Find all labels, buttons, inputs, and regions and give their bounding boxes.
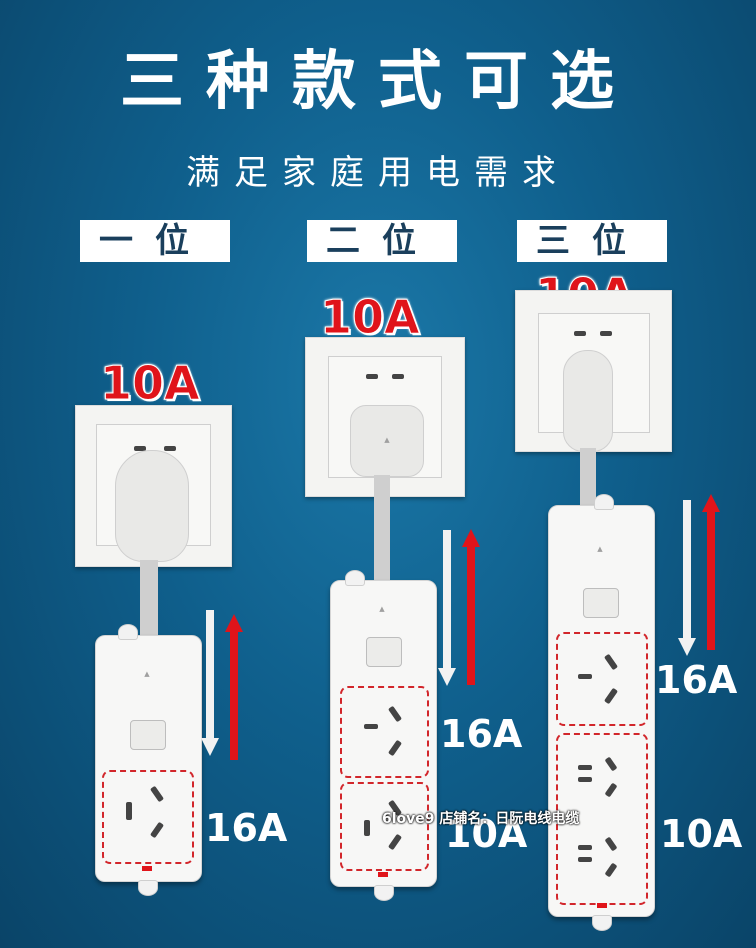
socket-rating-3a: 16A (655, 658, 738, 702)
socket-2b[interactable] (340, 782, 429, 871)
option-label-3: 三位 (517, 220, 667, 262)
plug-rating-1: 10A (100, 356, 201, 411)
socket-rating-1: 16A (205, 806, 288, 850)
page-title: 三种款式可选 (120, 45, 636, 119)
plug-head-3 (563, 350, 613, 452)
power-switch-2[interactable] (366, 637, 402, 667)
socket-rating-3b: 10A (660, 812, 743, 856)
socket-rating-2b: 10A (445, 812, 528, 856)
mount-tab-2-bottom (374, 885, 394, 901)
indicator-led-3 (597, 903, 607, 908)
arrow-down-3 (683, 500, 691, 640)
cord-2 (374, 475, 390, 585)
arrow-down-1 (206, 610, 214, 740)
arrow-down-head-2 (438, 668, 456, 686)
brand-logo-3: ▲ (597, 545, 603, 553)
arrow-up-3 (707, 510, 715, 650)
arrow-up-1 (230, 630, 238, 760)
page-subtitle: 满足家庭用电需求 (186, 153, 570, 193)
arrow-down-2 (443, 530, 451, 670)
plug-head-2: ▲ (350, 405, 424, 477)
option-label-2: 二位 (307, 220, 457, 262)
option-label-1: 一位 (80, 220, 230, 262)
brand-logo-2: ▲ (379, 605, 385, 613)
indicator-led-2 (378, 872, 388, 877)
power-strip-1 (95, 635, 202, 882)
socket-2a[interactable] (340, 686, 429, 778)
power-strip-3 (548, 505, 655, 917)
arrow-down-head-3 (678, 638, 696, 656)
arrow-up-head-3 (702, 494, 720, 512)
arrow-up-2 (467, 545, 475, 685)
mount-tab-1-bottom (138, 880, 158, 896)
arrow-up-head-2 (462, 529, 480, 547)
watermark-text: 6love9 店铺名：日阮电线电缆 (382, 811, 580, 827)
power-strip-2 (330, 580, 437, 887)
arrow-up-head-1 (225, 614, 243, 632)
socket-3a[interactable] (556, 632, 648, 726)
mount-tab-1 (118, 624, 138, 640)
socket-1[interactable] (102, 770, 194, 864)
brand-logo-1: ▲ (144, 670, 150, 678)
socket-rating-2: 16A (440, 712, 523, 756)
plug-rating-2: 10A (320, 290, 421, 345)
mount-tab-3 (594, 494, 614, 510)
cord-1 (140, 560, 158, 635)
mount-tab-2 (345, 570, 365, 586)
arrow-down-head-1 (201, 738, 219, 756)
power-switch-3[interactable] (583, 588, 619, 618)
plug-head-1 (115, 450, 189, 562)
mount-tab-3-bottom (592, 915, 612, 931)
indicator-led-1 (142, 866, 152, 871)
power-switch-1[interactable] (130, 720, 166, 750)
cord-3 (580, 448, 596, 508)
